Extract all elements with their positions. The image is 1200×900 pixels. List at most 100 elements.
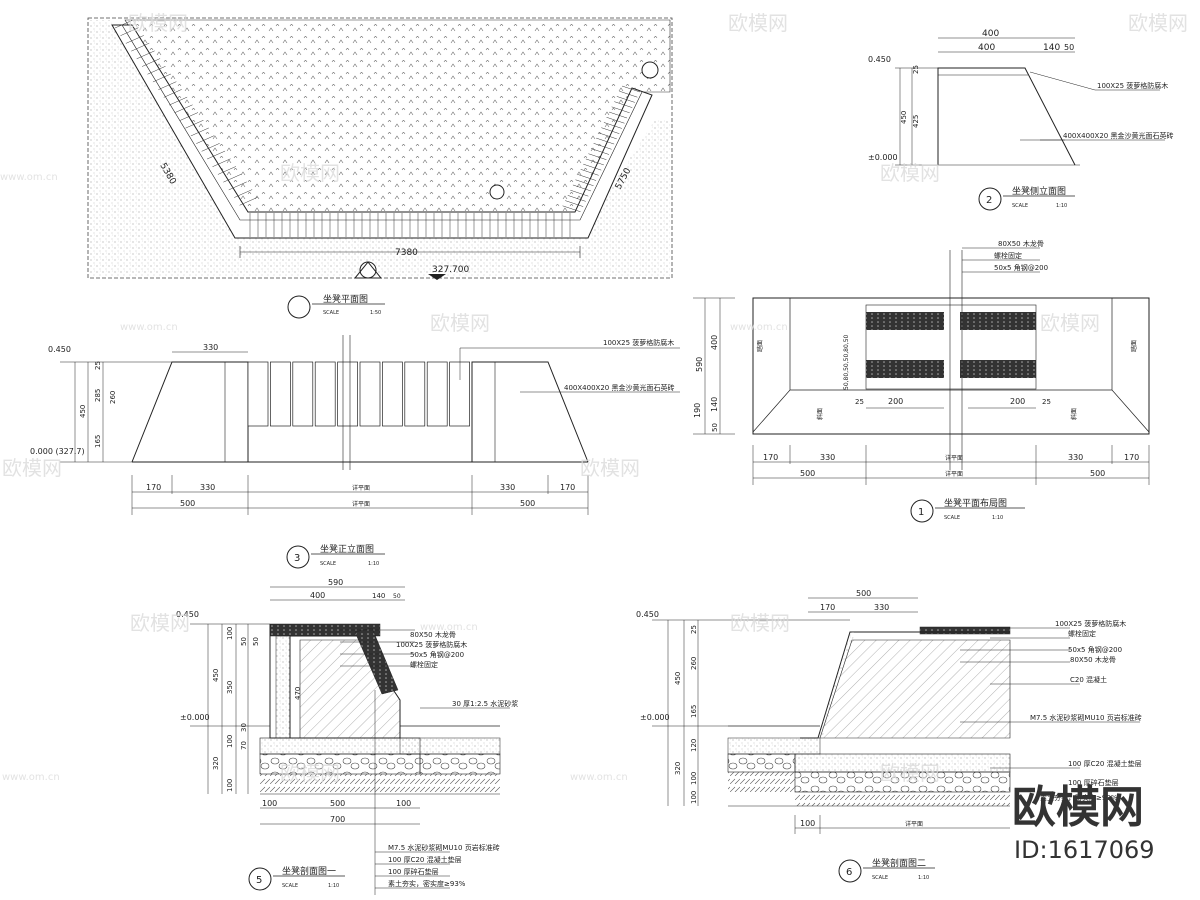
watermark-10: 欧模网 bbox=[130, 611, 190, 635]
seat-slat bbox=[621, 85, 641, 93]
seat-slat bbox=[598, 132, 617, 140]
d6-note-3: 50x5 角钢@200 bbox=[1068, 645, 1122, 654]
seat-slat bbox=[201, 143, 220, 152]
watermark-3: 欧模网 bbox=[1128, 11, 1188, 35]
seat-slat bbox=[136, 50, 155, 60]
d1-b1: 170 bbox=[763, 453, 778, 462]
plan-scale-label: SCALE bbox=[323, 310, 339, 316]
plan-scale: 1:50 bbox=[370, 310, 381, 316]
seat-slat bbox=[570, 189, 589, 197]
seat-slat bbox=[588, 153, 607, 160]
seat-slat bbox=[593, 143, 612, 150]
watermark-url-5: www.om.cn bbox=[2, 772, 60, 783]
d1-title: 坐凳平面布局图 bbox=[944, 497, 1007, 509]
seat-slat bbox=[228, 181, 247, 191]
d1-b6: 500 bbox=[1090, 469, 1105, 478]
d3-v3: 285 bbox=[94, 389, 102, 402]
d5-note-6: M7.5 水泥砂浆砌MU10 页岩标准砖 bbox=[388, 843, 500, 852]
detail-1: 80X50 木龙骨 螺栓固定 50x5 角钢@200 590 400 190 1… bbox=[693, 239, 1150, 523]
d2-level-base: ±0.000 bbox=[868, 153, 898, 162]
seat-slat bbox=[590, 148, 610, 155]
d6-note-1: 100X25 菠萝格防腐木 bbox=[1055, 619, 1126, 628]
d6-v1: 25 bbox=[690, 625, 698, 634]
watermark-5: 欧模网 bbox=[880, 161, 940, 185]
d5-v7: 70 bbox=[240, 741, 248, 750]
d5-title: 坐凳剖面图一 bbox=[282, 865, 336, 877]
seat-slat bbox=[239, 197, 258, 206]
d5-v3: 50 bbox=[252, 637, 260, 646]
d5-note-2: 100X25 菠萝格防腐木 bbox=[396, 640, 467, 649]
seat-slat bbox=[234, 189, 253, 198]
detail-5: 590 400 140 50 0.450 ±0.000 100 50 50 35… bbox=[176, 578, 518, 895]
d1-v1: 400 bbox=[710, 335, 719, 350]
d1-v2: 190 bbox=[693, 403, 702, 418]
d1-lbl-in2: 斜面 bbox=[1070, 408, 1078, 420]
d2-dim-2: 140 bbox=[1043, 43, 1060, 53]
d3-b6: 500 bbox=[520, 499, 535, 508]
d3-b3: 330 bbox=[500, 483, 515, 492]
watermark-url-3: www.om.cn bbox=[730, 322, 788, 333]
seat-slat bbox=[578, 174, 597, 181]
d2-v3: 450 bbox=[900, 111, 908, 124]
d1-scale: 1:10 bbox=[992, 515, 1003, 521]
d5-v1: 100 bbox=[226, 627, 234, 640]
seat-slat bbox=[611, 106, 630, 114]
brand-id: ID:1617069 bbox=[1014, 836, 1155, 864]
seat-slat bbox=[572, 184, 591, 192]
d2-num: 2 bbox=[986, 195, 992, 206]
d6-level-top: 0.450 bbox=[636, 610, 659, 619]
seat-slat bbox=[131, 42, 150, 52]
seat-slat bbox=[603, 122, 622, 129]
elevation-slat bbox=[359, 361, 381, 427]
watermark-1: 欧模网 bbox=[128, 11, 188, 35]
d5-note-3: 50x5 角钢@200 bbox=[410, 650, 464, 659]
seat-slat bbox=[580, 169, 599, 176]
d6-note-7: 100 厚C20 混凝土垫层 bbox=[1068, 759, 1142, 768]
watermark-url-4: www.om.cn bbox=[420, 622, 478, 633]
d1-w2: 200 bbox=[1010, 397, 1025, 406]
d5-v8: 100 bbox=[226, 735, 234, 748]
d6-note-5: C20 混凝土 bbox=[1070, 675, 1107, 684]
d6-note-2: 螺栓固定 bbox=[1068, 629, 1096, 638]
d3-dim-top: 330 bbox=[203, 343, 218, 352]
d2-level-top: 0.450 bbox=[868, 55, 891, 64]
watermark-4: 欧模网 bbox=[280, 161, 340, 185]
d5-v10: 320 bbox=[212, 757, 220, 770]
seat-slats bbox=[114, 19, 641, 237]
detail-3: 330 0.450 0.000 (327.7) 25 260 285 450 1… bbox=[30, 335, 680, 569]
seat-slat bbox=[567, 195, 586, 202]
d3-num: 3 bbox=[294, 553, 300, 564]
d1-lbl-right: 踏面 bbox=[1130, 340, 1138, 352]
d6-v5: 120 bbox=[690, 739, 698, 752]
d6-note-6: M7.5 水泥砂浆砌MU10 页岩标准砖 bbox=[1030, 713, 1142, 722]
watermark-11: 欧模网 bbox=[730, 611, 790, 635]
seat-slat bbox=[217, 166, 237, 175]
d5-dim-top: 590 bbox=[328, 578, 343, 587]
d5-note-8: 100 厚碎石垫层 bbox=[388, 867, 439, 876]
d3-v1: 25 bbox=[94, 361, 102, 370]
seat-slat bbox=[583, 163, 602, 171]
detail-6: 500 170 330 0.450 ±0.000 25 260 450 165 … bbox=[636, 589, 1142, 883]
elevation-slat bbox=[314, 361, 336, 427]
d6-v3: 450 bbox=[674, 672, 682, 685]
d5-scale-label: SCALE bbox=[282, 883, 298, 889]
d2-v2: 425 bbox=[912, 115, 920, 128]
d1-note-2: 螺栓固定 bbox=[994, 251, 1022, 260]
d5-b2: 500 bbox=[330, 799, 345, 808]
section-marker-icon bbox=[353, 61, 659, 279]
d2-dim-top: 400 bbox=[982, 29, 999, 39]
elevation-slat bbox=[449, 361, 470, 427]
d5-v6: 470 bbox=[294, 687, 302, 700]
watermark-url-6: www.om.cn bbox=[570, 772, 628, 783]
watermark-9: 欧模网 bbox=[2, 456, 62, 480]
elevation-slat bbox=[292, 361, 314, 427]
d1-num: 1 bbox=[918, 507, 924, 518]
d6-dim-top: 500 bbox=[856, 589, 871, 598]
d6-b1: 100 bbox=[800, 819, 815, 828]
d2-note-1: 100X25 菠萝格防腐木 bbox=[1097, 81, 1168, 90]
elevation-slat bbox=[426, 361, 448, 427]
elevation-slat bbox=[247, 361, 269, 427]
d6-center: 详平面 bbox=[905, 820, 923, 828]
d1-center-2: 详平面 bbox=[945, 470, 963, 478]
